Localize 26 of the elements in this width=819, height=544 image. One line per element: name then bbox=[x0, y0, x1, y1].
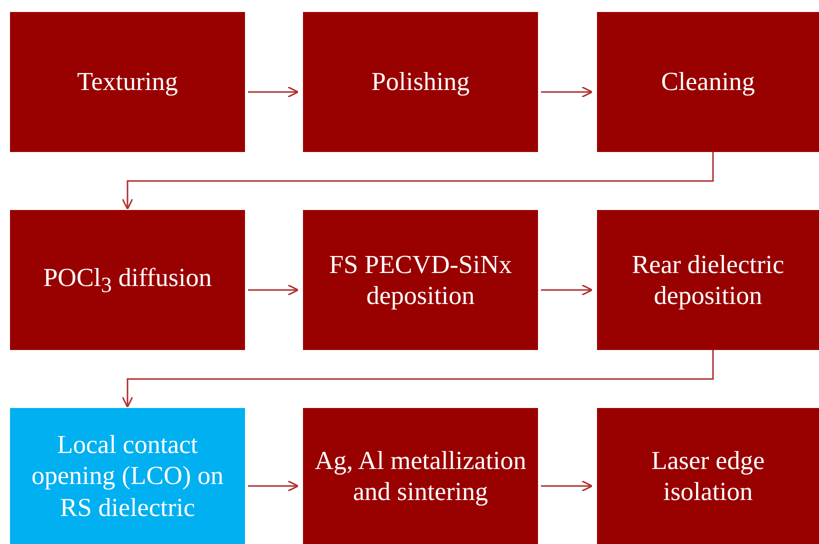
process-box bbox=[303, 408, 538, 544]
step-label: Texturing bbox=[77, 66, 178, 98]
process-box bbox=[597, 408, 819, 544]
arrow bbox=[122, 350, 714, 408]
arrow bbox=[248, 284, 299, 296]
arrow bbox=[122, 152, 714, 210]
arrow bbox=[248, 480, 299, 492]
step-label: POCl$_{3}$ diffusion bbox=[43, 262, 212, 298]
arrow bbox=[541, 480, 593, 492]
step-label: Ag, Al metallization and sintering bbox=[314, 444, 528, 508]
step-label: Local contact opening (LCO) on RS dielectric bbox=[30, 429, 225, 523]
step-label: FS PECVD-SiNx deposition bbox=[328, 248, 513, 312]
arrow bbox=[541, 86, 593, 98]
process-box bbox=[10, 408, 245, 544]
process-box bbox=[10, 12, 245, 152]
step-label: Laser edge isolation bbox=[650, 444, 766, 508]
process-box bbox=[597, 210, 819, 350]
step-label: Rear dielectric deposition bbox=[630, 248, 786, 312]
process-box bbox=[303, 210, 538, 350]
step-label: Polishing bbox=[371, 66, 470, 98]
process-box bbox=[10, 210, 245, 350]
arrow bbox=[541, 284, 593, 296]
arrow bbox=[248, 86, 299, 98]
process-box bbox=[303, 12, 538, 152]
step-label: Cleaning bbox=[661, 66, 755, 98]
process-box bbox=[597, 12, 819, 152]
